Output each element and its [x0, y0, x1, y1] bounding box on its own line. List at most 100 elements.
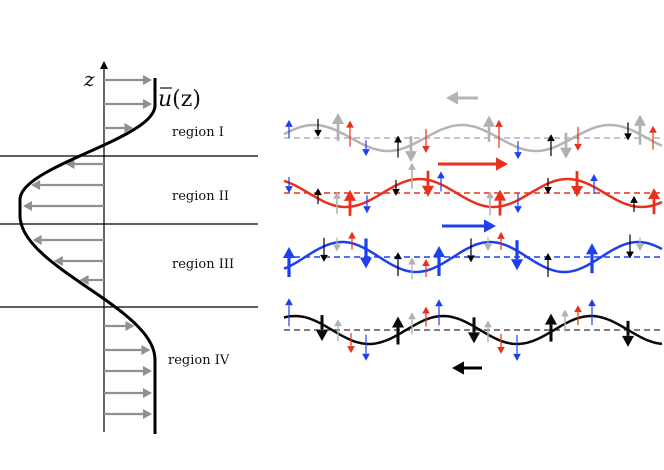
flow-arrow-black [452, 361, 482, 375]
profile-arrow-5 [23, 201, 104, 211]
waves-panel [282, 91, 664, 375]
displacement-arrow-0-14 [624, 122, 632, 141]
displacement-arrow-2-10 [484, 237, 492, 252]
profile-arrow-0 [104, 75, 152, 85]
displacement-arrow-1-4 [363, 195, 371, 214]
displacement-arrow-1-0 [285, 177, 293, 194]
displacement-arrow-3-2 [334, 319, 342, 342]
displacement-arrow-0-10 [514, 141, 522, 160]
displacement-arrow-1-2 [333, 191, 341, 214]
displacement-arrow-2-1 [320, 237, 328, 262]
flow-direction-arrow-1 [438, 157, 508, 171]
displacement-arrow-2-11 [497, 231, 505, 250]
flow-direction-arrow-2 [442, 219, 496, 233]
flow-direction-arrow-0 [446, 91, 478, 105]
displacement-arrow-2-5 [394, 252, 402, 277]
displacement-arrow-3-15 [574, 305, 582, 326]
displacement-arrow-2-7 [422, 259, 430, 278]
profile-arrow-1 [104, 99, 152, 109]
displacement-arrow-2-16 [636, 237, 644, 252]
displacement-arrow-1-7 [421, 170, 435, 197]
mean-velocity-profile-curve [18, 78, 157, 434]
displacement-arrow-1-5 [392, 179, 400, 196]
wave-gray-curve [283, 123, 663, 153]
displacement-arrow-3-14 [561, 309, 569, 332]
wave-blue [282, 231, 664, 280]
displacement-arrow-1-8 [437, 171, 445, 192]
displacement-arrow-1-12 [544, 177, 552, 194]
displacement-arrow-0-13 [574, 126, 582, 151]
mean-velocity-symbol: u [158, 87, 172, 112]
displacement-arrow-3-8 [435, 299, 443, 326]
displacement-arrow-3-17 [621, 320, 635, 347]
displacement-arrow-2-6 [408, 257, 416, 280]
displacement-arrow-1-10 [493, 189, 507, 216]
displacement-arrow-3-12 [513, 334, 521, 361]
profile-velocity-arrows [23, 75, 152, 419]
displacement-arrow-3-5 [391, 316, 405, 345]
displacement-arrow-1-11 [514, 193, 522, 214]
region-label-1: region I [172, 125, 224, 140]
displacement-arrow-3-0 [285, 298, 293, 327]
profile-arrow-10 [104, 345, 151, 355]
profile-arrow-7 [53, 256, 104, 266]
displacement-arrow-3-16 [588, 299, 596, 326]
wave-red [283, 162, 664, 216]
displacement-arrow-0-16 [649, 125, 657, 150]
profile-arrow-9 [104, 321, 135, 331]
displacement-arrow-1-16 [647, 188, 661, 215]
region-label-2: region II [172, 189, 229, 204]
wave-black [283, 298, 664, 361]
displacement-arrow-0-2 [331, 113, 345, 142]
wave-black-arrows [285, 298, 635, 361]
profile-arrow-2 [104, 123, 134, 133]
displacement-arrow-0-6 [404, 136, 418, 163]
displacement-arrow-2-12 [510, 240, 524, 271]
displacement-arrow-1-15 [630, 195, 638, 212]
profile-arrow-3 [65, 159, 104, 169]
profile-arrow-4 [31, 180, 104, 190]
displacement-arrow-0-0 [285, 119, 293, 138]
profile-arrow-11 [104, 366, 152, 376]
displacement-arrow-3-6 [408, 312, 416, 335]
displacement-arrow-1-14 [590, 173, 598, 194]
flow-arrow-gray [446, 91, 478, 105]
displacement-arrow-3-11 [497, 333, 505, 354]
displacement-arrow-1-6 [408, 162, 416, 189]
displacement-arrow-3-3 [347, 333, 355, 354]
displacement-arrow-3-10 [484, 320, 492, 343]
displacement-arrow-3-13 [544, 313, 558, 342]
displacement-arrow-0-1 [314, 118, 322, 137]
displacement-arrow-2-14 [585, 243, 599, 274]
displacement-arrow-1-3 [343, 189, 357, 216]
wave-blue-curve [283, 240, 663, 274]
displacement-arrow-1-13 [570, 171, 584, 198]
displacement-arrow-1-1 [314, 188, 322, 205]
displacement-arrow-2-4 [359, 238, 373, 269]
displacement-arrow-0-9 [495, 119, 503, 148]
profile-arrow-12 [104, 388, 152, 398]
displacement-arrow-0-11 [547, 134, 555, 157]
velocity-profile-panel: z u(z) region I region II region III reg… [0, 61, 258, 434]
displacement-arrow-0-7 [422, 129, 430, 154]
profile-arrow-6 [32, 235, 104, 245]
displacement-arrow-3-9 [467, 317, 481, 344]
displacement-arrow-2-2 [333, 237, 341, 252]
wave-blue-arrows [282, 231, 644, 280]
displacement-arrow-2-13 [544, 252, 552, 277]
displacement-arrow-2-0 [282, 247, 296, 278]
displacement-arrow-0-15 [633, 114, 647, 145]
displacement-arrow-0-5 [394, 135, 402, 158]
displacement-arrow-0-12 [559, 132, 573, 159]
displacement-arrow-3-4 [362, 334, 370, 361]
displacement-arrow-3-1 [315, 315, 329, 342]
displacement-arrow-0-8 [482, 115, 496, 142]
profile-arrow-8 [79, 275, 104, 285]
wave-gray [283, 113, 664, 163]
displacement-arrow-0-4 [362, 140, 370, 157]
region-label-4: region IV [168, 353, 230, 368]
region-label-3: region III [172, 257, 234, 272]
displacement-arrow-1-9 [486, 191, 494, 216]
mean-velocity-argument: (z) [172, 87, 201, 112]
